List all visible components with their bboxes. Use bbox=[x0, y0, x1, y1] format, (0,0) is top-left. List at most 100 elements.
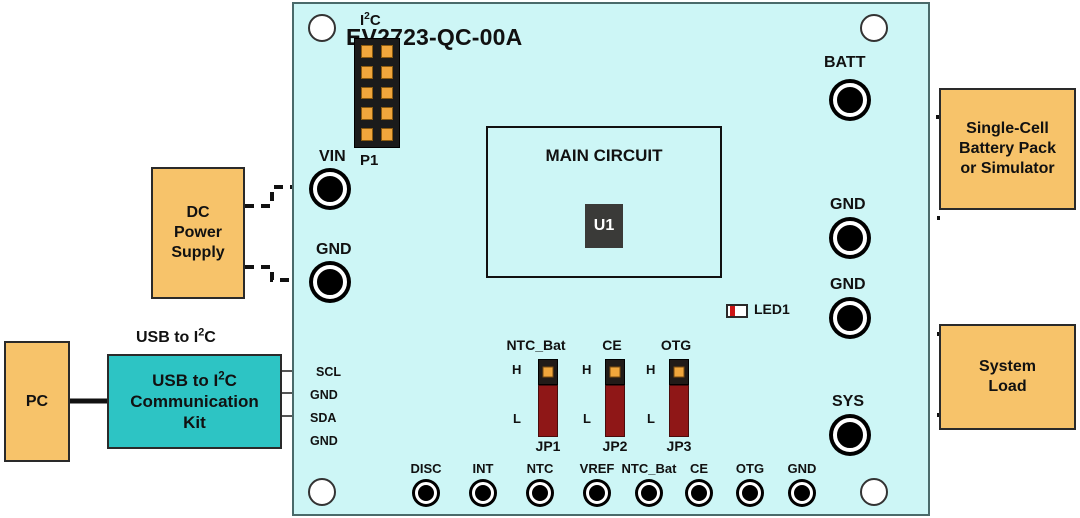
test-point-label-vref: VREF bbox=[579, 461, 615, 476]
test-point-label-ntc: NTC bbox=[526, 461, 554, 476]
test-point-gnd[interactable] bbox=[791, 482, 813, 504]
dc-power-supply-label: DC Power Supply bbox=[171, 203, 224, 263]
usb-kit-line3: Kit bbox=[183, 413, 206, 433]
test-point-ce[interactable] bbox=[688, 482, 710, 504]
header-pin[interactable] bbox=[381, 107, 393, 121]
header-pin[interactable] bbox=[381, 65, 393, 79]
dc-supply-line1: DC bbox=[186, 204, 210, 221]
usb-kit-line1-post: C bbox=[224, 370, 237, 390]
usb-to-i2c-kit-box[interactable]: USB to I2C Communication Kit bbox=[107, 354, 282, 449]
usb-caption-post: C bbox=[204, 329, 216, 346]
connector-label-gnd-batt: GND bbox=[830, 196, 866, 213]
header-pin[interactable] bbox=[361, 65, 373, 79]
test-point-otg[interactable] bbox=[739, 482, 761, 504]
jumper-pin-icon bbox=[673, 366, 685, 378]
header-pin[interactable] bbox=[361, 86, 373, 100]
mounting-hole-bottom-right bbox=[860, 478, 888, 506]
system-load-label: System Load bbox=[979, 357, 1036, 397]
header-pin[interactable] bbox=[381, 45, 393, 58]
wire-label-sda: SDA bbox=[310, 411, 337, 425]
battery-line3: or Simulator bbox=[960, 160, 1055, 177]
jumper-title-jp1: NTC_Bat bbox=[506, 337, 566, 353]
wire-label-gnd-1: GND bbox=[310, 388, 338, 402]
mounting-hole-top-left bbox=[308, 14, 336, 42]
test-point-vref[interactable] bbox=[586, 482, 608, 504]
test-point-ntc-bat[interactable] bbox=[638, 482, 660, 504]
battery-line1: Single-Cell bbox=[966, 120, 1049, 137]
test-point-ntc[interactable] bbox=[529, 482, 551, 504]
connector-gnd-sys[interactable] bbox=[833, 301, 867, 335]
jumper-shunt-jp2[interactable] bbox=[605, 359, 625, 385]
evaluation-board: EV2723-QC-00A MAIN CIRCUIT U1 LED1 VIN G… bbox=[292, 2, 930, 516]
dc-supply-line2: Power bbox=[173, 224, 222, 241]
connector-gnd-batt[interactable] bbox=[833, 221, 867, 255]
system-load-box[interactable]: System Load bbox=[939, 324, 1076, 430]
system-load-line1: System bbox=[979, 358, 1036, 375]
test-point-disc[interactable] bbox=[415, 482, 437, 504]
pc-label: PC bbox=[25, 392, 49, 410]
p1-header[interactable] bbox=[354, 38, 400, 148]
jumper-high-label-jp3: H bbox=[646, 362, 656, 377]
connector-label-gnd-sys: GND bbox=[830, 276, 866, 293]
jumper-title-jp3: OTG bbox=[660, 337, 692, 353]
jumper-high-label-jp2: H bbox=[582, 362, 592, 377]
jumper-title-jp2: CE bbox=[602, 337, 622, 353]
test-point-label-ntc-bat: NTC_Bat bbox=[621, 461, 677, 476]
i2c-label-sup: 2 bbox=[364, 11, 370, 22]
jumper-body-jp1 bbox=[538, 385, 558, 437]
header-pin[interactable] bbox=[381, 86, 393, 100]
usb-to-i2c-caption: USB to I2C bbox=[136, 326, 216, 347]
p1-caption: P1 bbox=[360, 152, 379, 169]
usb-caption-pre: USB to I bbox=[136, 329, 199, 346]
mounting-hole-top-right bbox=[860, 14, 888, 42]
dc-supply-line3: Supply bbox=[171, 244, 225, 261]
usb-kit-label: USB to I2C Communication Kit bbox=[130, 370, 258, 434]
pc-box[interactable]: PC bbox=[4, 341, 70, 462]
jumper-body-jp2 bbox=[605, 385, 625, 437]
connector-sys[interactable] bbox=[833, 418, 867, 452]
jumper-shunt-jp3[interactable] bbox=[669, 359, 689, 385]
test-point-label-gnd: GND bbox=[787, 461, 817, 476]
usb-kit-line2: Communication bbox=[130, 391, 259, 411]
jumper-low-label-jp1: L bbox=[513, 411, 521, 426]
connector-label-gnd-left: GND bbox=[316, 241, 352, 258]
connector-vin[interactable] bbox=[313, 172, 347, 206]
connector-label-vin: VIN bbox=[319, 148, 346, 165]
test-point-int[interactable] bbox=[472, 482, 494, 504]
main-circuit-block: MAIN CIRCUIT U1 bbox=[486, 126, 722, 278]
main-circuit-label: MAIN CIRCUIT bbox=[545, 146, 663, 165]
battery-pack-label: Single-Cell Battery Pack or Simulator bbox=[959, 119, 1056, 179]
connector-batt[interactable] bbox=[833, 83, 867, 117]
header-pin[interactable] bbox=[361, 45, 373, 58]
header-pin[interactable] bbox=[381, 128, 393, 141]
wire-label-gnd-2: GND bbox=[310, 434, 338, 448]
jumper-shunt-jp1[interactable] bbox=[538, 359, 558, 385]
usb-kit-line1-sup: 2 bbox=[218, 369, 225, 382]
header-pin[interactable] bbox=[361, 128, 373, 141]
jumper-high-label-jp1: H bbox=[512, 362, 522, 377]
connector-label-sys: SYS bbox=[832, 393, 865, 410]
connector-gnd-left[interactable] bbox=[313, 265, 347, 299]
test-point-label-disc: DISC bbox=[410, 461, 442, 476]
system-load-line2: Load bbox=[988, 378, 1027, 395]
usb-kit-line1-pre: USB to I bbox=[152, 370, 219, 390]
mounting-hole-bottom-left bbox=[308, 478, 336, 506]
jumper-low-label-jp3: L bbox=[647, 411, 655, 426]
battery-pack-box[interactable]: Single-Cell Battery Pack or Simulator bbox=[939, 88, 1076, 210]
jumper-ref-jp3: JP3 bbox=[666, 438, 692, 454]
jumper-ref-jp1: JP1 bbox=[535, 438, 561, 454]
i2c-label-post: C bbox=[369, 12, 381, 29]
test-point-label-int: INT bbox=[472, 461, 494, 476]
test-point-label-ce: CE bbox=[689, 461, 709, 476]
usb-caption-sup: 2 bbox=[198, 326, 205, 339]
jumper-body-jp3 bbox=[669, 385, 689, 437]
connector-label-batt: BATT bbox=[824, 54, 866, 71]
wire-label-scl: SCL bbox=[316, 365, 341, 379]
jumper-pin-icon bbox=[542, 366, 554, 378]
test-point-label-otg: OTG bbox=[735, 461, 765, 476]
led1-label: LED1 bbox=[754, 301, 790, 317]
dc-power-supply-box[interactable]: DC Power Supply bbox=[151, 167, 245, 299]
header-pin[interactable] bbox=[361, 107, 373, 121]
u1-chip: U1 bbox=[585, 204, 623, 248]
